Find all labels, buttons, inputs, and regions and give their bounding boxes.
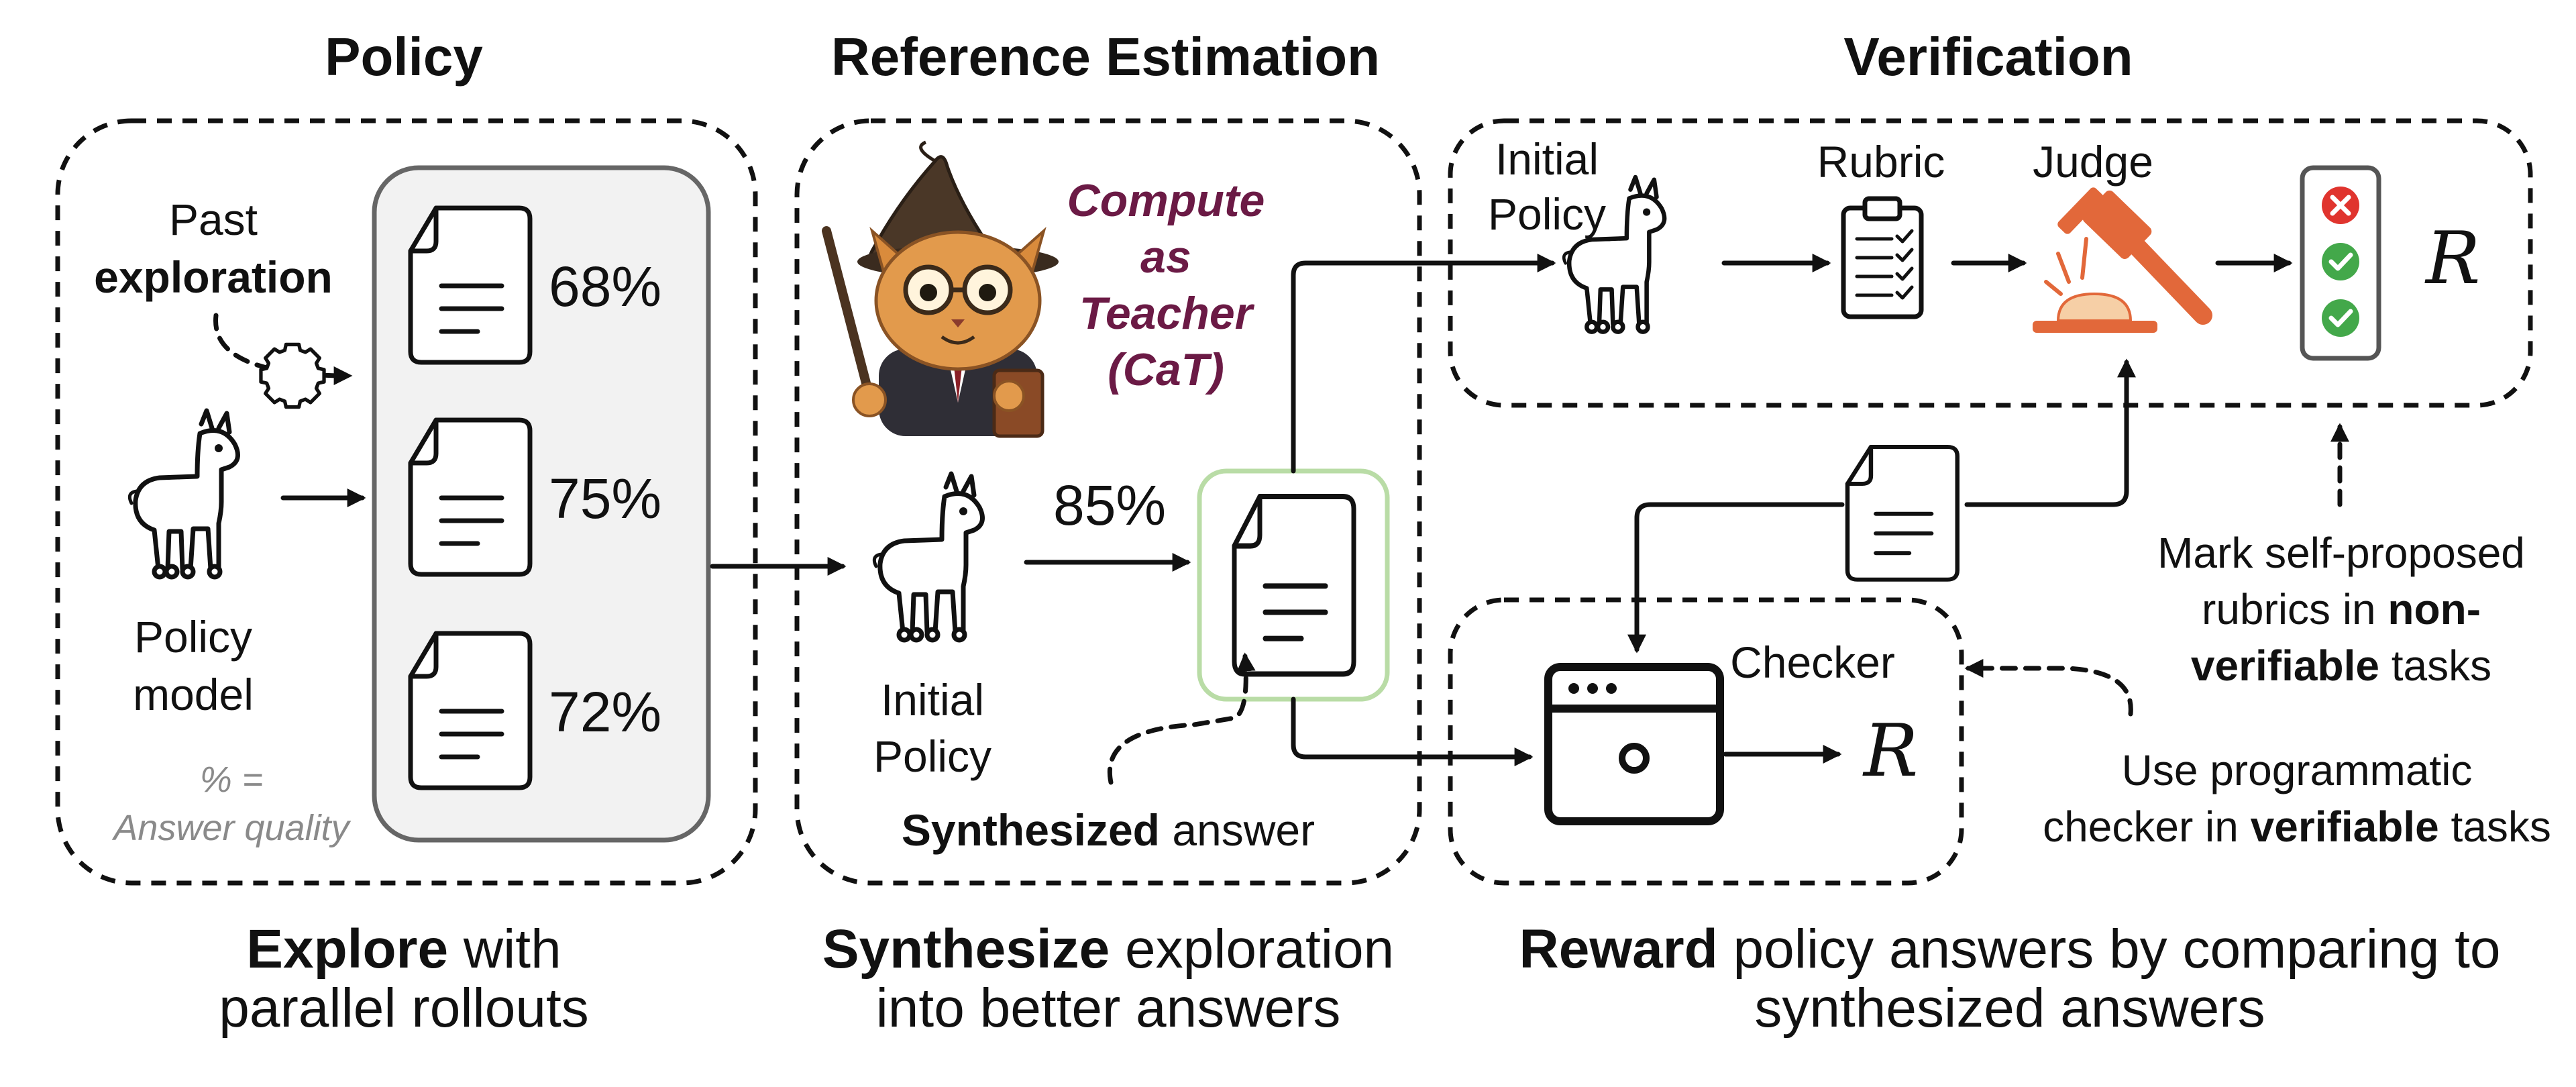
synthesized-answer-label: Synthesized answer	[902, 805, 1315, 855]
initial-policy-llama-icon	[874, 474, 982, 640]
wizard-cat-icon	[822, 140, 1059, 438]
initial-policy-label-2: Policy	[873, 731, 991, 781]
mark-note-1: Mark self-proposed	[2157, 529, 2525, 577]
use-note-1: Use programmatic	[2122, 746, 2473, 794]
doc-to-judge-arrow	[1964, 358, 2136, 507]
cat-label-2: as	[1140, 231, 1191, 282]
cat-label-4: (CaT)	[1108, 344, 1224, 395]
use-note-2: checker in verifiable tasks	[2043, 803, 2551, 851]
synth-to-checker-arrow	[1291, 696, 1534, 766]
judge-label: Judge	[2033, 137, 2153, 187]
caption-explore-1: Explore with	[246, 919, 561, 980]
exploration-label: exploration	[94, 252, 333, 302]
clipboard-icon	[1841, 196, 1924, 319]
use-note-arrow	[1964, 659, 2133, 717]
rollout-2-document-icon	[411, 420, 530, 574]
legend-line-2: Answer quality	[111, 808, 351, 848]
policy-answer-document-icon	[1847, 447, 1957, 580]
policy-model-label-1: Policy	[134, 612, 252, 662]
gear-window-icon	[259, 342, 1724, 825]
reward-symbol-top: R	[2424, 217, 2480, 301]
caption-reward-2: synthesized answers	[1754, 978, 2265, 1039]
rollout-1-document-icon	[411, 208, 530, 362]
caption-explore-2: parallel rollouts	[219, 978, 589, 1039]
mark-note-3: verifiable tasks	[2191, 641, 2491, 690]
caption-synth-2: into better answers	[876, 978, 1341, 1039]
title-reference-estimation: Reference Estimation	[831, 27, 1380, 87]
cat-label-1: Compute	[1067, 175, 1265, 226]
initial-policy-label-1: Initial	[881, 675, 984, 725]
rollout-1-quality: 68%	[549, 255, 661, 318]
synth-to-verification-arrow	[1291, 254, 1556, 474]
title-policy: Policy	[325, 27, 483, 87]
caption-reward-1: Reward policy answers by comparing to	[1519, 919, 2501, 980]
caption-synth-1: Synthesize exploration	[822, 919, 1394, 980]
checklist-icon	[2300, 165, 2381, 361]
reward-symbol-checker: R	[1862, 709, 1918, 793]
synthesized-note-arrow	[1108, 652, 1256, 785]
verification-checker-panel	[1448, 597, 1964, 886]
cat-label-3: Teacher	[1079, 288, 1255, 339]
rollout-3-document-icon	[411, 633, 530, 788]
policy-model-llama-icon	[129, 411, 237, 577]
policy-model-label-2: model	[133, 670, 254, 719]
verif-initial-label-1: Initial	[1495, 134, 1599, 184]
verif-initial-label-2: Policy	[1488, 189, 1606, 239]
doc-to-checker-arrow	[1627, 502, 1845, 654]
verification-rubric-panel	[1448, 118, 2533, 408]
mark-note-2: rubrics in non-	[2202, 585, 2481, 633]
title-verification: Verification	[1843, 27, 2133, 87]
reference-panel-border	[794, 118, 1422, 886]
synth-answer-document-icon	[1234, 497, 1354, 674]
rollout-2-quality: 75%	[549, 467, 661, 530]
policy-panel-border	[55, 118, 758, 886]
rollout-3-quality: 72%	[549, 680, 661, 743]
checker-label: Checker	[1730, 637, 1895, 687]
rubric-label: Rubric	[1817, 137, 1945, 187]
past-label: Past	[169, 195, 258, 244]
gavel-icon	[2033, 187, 2212, 333]
legend-line-1: % =	[200, 760, 264, 800]
synth-quality: 85%	[1053, 474, 1166, 537]
